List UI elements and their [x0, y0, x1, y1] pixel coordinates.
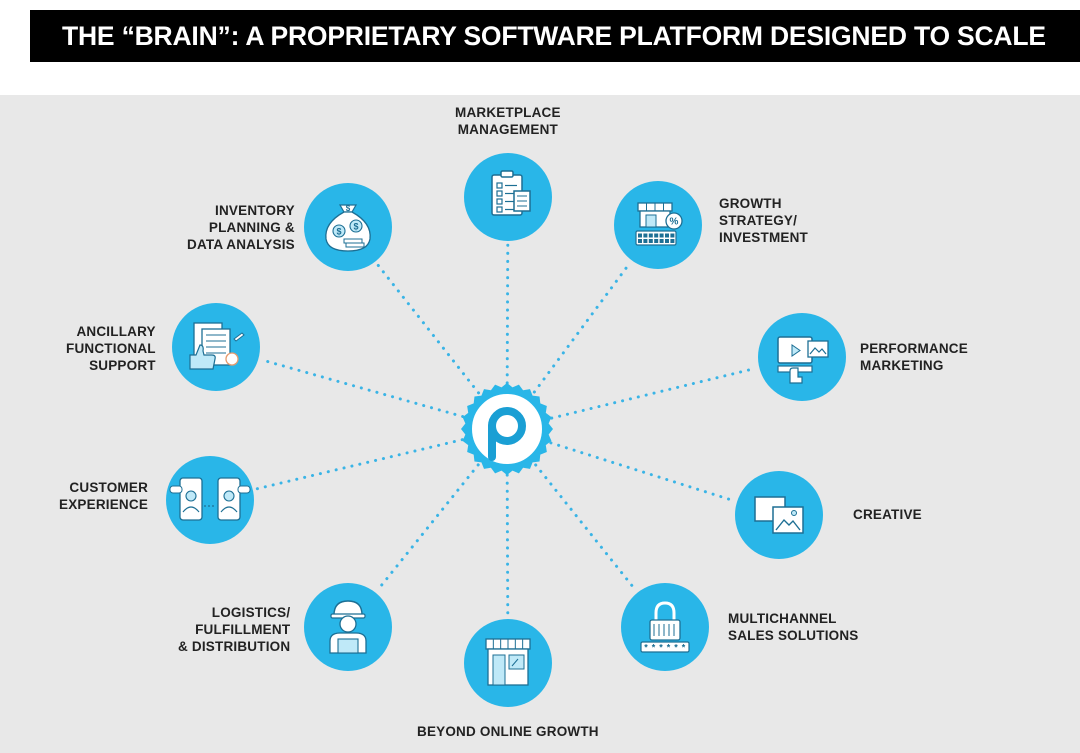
node-marketplace-management: [464, 153, 552, 241]
svg-text:*: *: [682, 643, 686, 653]
node-label-creative: CREATIVE: [853, 507, 922, 522]
node-label-inventory-planning: INVENTORY PLANNING & DATA ANALYSIS: [187, 203, 295, 252]
svg-text:*: *: [674, 643, 678, 653]
node-label-growth-strategy: GROWTH STRATEGY/ INVESTMENT: [719, 196, 809, 245]
node-multichannel-sales: ******: [621, 583, 709, 671]
media-screens-icon: [777, 336, 829, 384]
node-beyond-online: [464, 619, 552, 707]
svg-text:*: *: [667, 643, 671, 653]
svg-text:$: $: [346, 204, 351, 213]
connector-line-logistics: [376, 463, 480, 592]
svg-text:%: %: [670, 217, 679, 228]
storefront-discount-icon: %: [635, 202, 683, 246]
documents-thumbsup-icon: [189, 322, 245, 370]
node-ancillary-support: [172, 303, 260, 391]
connector-line-performance-marketing: [550, 366, 757, 420]
money-bag-icon: $$$: [325, 204, 371, 252]
node-logistics: [304, 583, 392, 671]
padlock-password-icon: ******: [640, 601, 690, 653]
hub-inner-circle: [470, 392, 544, 466]
connector-line-ancillary-support: [260, 358, 465, 419]
page-title: THE “BRAIN”: A PROPRIETARY SOFTWARE PLAT…: [30, 10, 1080, 62]
connector-line-marketplace-management: [505, 243, 510, 385]
node-circles: %******$$$: [166, 153, 846, 707]
clipboard-checklist-icon: [491, 170, 531, 216]
connector-lines: [255, 243, 757, 617]
node-growth-strategy: %: [614, 181, 702, 269]
node-label-logistics: LOGISTICS/ FULFILLMENT & DISTRIBUTION: [178, 605, 291, 654]
node-label-multichannel-sales: MULTICHANNEL SALES SOLUTIONS: [728, 611, 859, 643]
image-gallery-icon: [754, 496, 804, 534]
chat-phones-icon: [169, 477, 251, 521]
svg-text:*: *: [644, 643, 648, 653]
worker-helmet-icon: [329, 600, 367, 654]
node-performance-marketing: [758, 313, 846, 401]
p-logo-icon: [461, 383, 553, 475]
connector-line-multichannel-sales: [534, 463, 637, 591]
node-label-beyond-online: BEYOND ONLINE GROWTH: [417, 724, 599, 739]
shop-front-icon: [485, 638, 531, 686]
node-label-customer-experience: CUSTOMER EXPERIENCE: [59, 480, 149, 512]
connector-line-creative: [549, 441, 735, 503]
hub: [461, 383, 553, 475]
connector-line-beyond-online: [505, 473, 510, 617]
node-customer-experience: [166, 456, 254, 544]
node-creative: [735, 471, 823, 559]
connector-line-growth-strategy: [532, 262, 631, 394]
connector-line-customer-experience: [255, 438, 464, 491]
node-label-ancillary-support: ANCILLARY FUNCTIONAL SUPPORT: [66, 324, 156, 373]
node-circle: [166, 456, 254, 544]
node-label-performance-marketing: PERFORMANCE MARKETING: [860, 341, 968, 373]
node-inventory-planning: $$$: [304, 183, 392, 271]
connector-line-inventory-planning: [376, 263, 481, 395]
svg-text:*: *: [652, 643, 656, 653]
node-label-marketplace-management: MARKETPLACE MANAGEMENT: [455, 105, 561, 137]
svg-text:*: *: [659, 643, 663, 653]
svg-text:$: $: [336, 227, 341, 237]
svg-text:$: $: [353, 222, 358, 232]
